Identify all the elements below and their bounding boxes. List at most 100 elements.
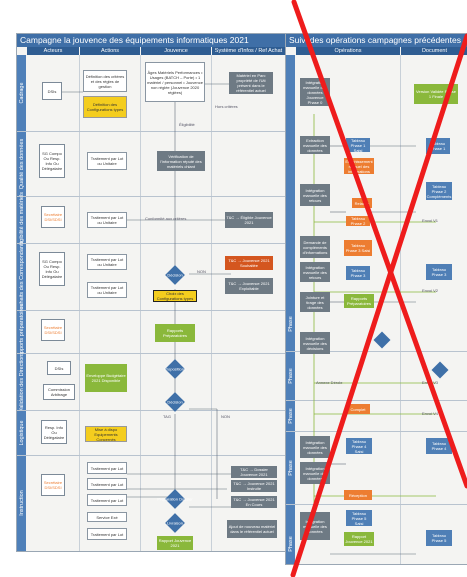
node-choix-configurations: Choix des Configurations types <box>153 290 197 302</box>
node-traitement-lot-1: Traitement par Lot <box>87 462 127 474</box>
node-sg-compo-souhaits: SG Compo Ou Resp. Info Ou Délégataire <box>39 252 65 286</box>
left-diagram-panel: Campagne la jouvence des équipements inf… <box>16 33 286 552</box>
node-tc-instruite: T&C → Jouvence 2021 Instruite <box>231 480 277 492</box>
column-divider <box>211 55 212 551</box>
node-secretaire-rapports: Secrétaire DSI/SDSI <box>41 319 65 341</box>
lane-band-logistique <box>17 411 26 455</box>
node-relance: Relance <box>352 198 372 208</box>
node-integration-retours-2: Intégration manuelle des retours <box>300 262 330 282</box>
node-traitement-eligibilite: Traitement par Lot ou Unitaire <box>87 212 127 228</box>
node-secretaire-eligibilite: Secrétaire DSI/SDSI <box>41 206 65 228</box>
node-tc-exploitable: T&C → Jouvence 2021 Exploitable <box>225 278 273 294</box>
node-tableau-phase2-compl: Tableau Phase 2 Compléments <box>426 182 452 200</box>
node-tableau-phase5: Tableau Phase 5 <box>426 530 452 546</box>
node-tableau-phase5-saisi: Tableau Phase 5 Saisi <box>346 510 372 526</box>
column-header-jouvence: Jouvence <box>141 47 211 55</box>
column-divider <box>140 55 141 551</box>
node-traitement-qualite: Traitement par Lot ou Unitaire <box>87 152 127 170</box>
node-demande-complements: Demande de compléments d'informations <box>300 236 330 258</box>
node-ajout-materiel: Ajout de nouveau matériel dans le référe… <box>227 520 277 538</box>
node-enveloppe-budgetaire: Enveloppe Budgétaire 2021 Disponible <box>85 364 127 392</box>
node-dsis-validation: DSIs <box>47 361 71 375</box>
node-traitement-lot-3: Traitement par Lot <box>87 494 127 506</box>
node-integration-donnees-2: Intégration manuelle des données <box>300 462 330 484</box>
node-preparation-dossier-label: Préparation Dossier <box>157 496 193 502</box>
node-secretaire-instruction: Secrétaire DSI/SDSI <box>41 474 65 496</box>
node-tableau-phase4: Tableau Phase 4 <box>426 438 452 454</box>
left-diagram-title: Campagne la jouvence des équipements inf… <box>17 34 285 47</box>
lane-band-souhaits <box>17 244 26 310</box>
node-decision-souhaits-label: Décision <box>167 272 183 278</box>
lane-divider <box>17 310 285 311</box>
lane-band-qualite <box>17 132 26 196</box>
node-traitement-souhaits-1: Traitement par Lot ou Unitaire <box>87 254 127 270</box>
column-header-systeme-infos: Système d'Infos / Ref Achat <box>212 47 285 55</box>
node-enrichissement-manuel: Enrichissement manuel des informations <box>344 158 374 174</box>
lane-band-rapports <box>17 311 26 353</box>
node-rapport-jouvence-right: Rapport Jouvence 2021 <box>344 532 374 546</box>
node-rapport-jouvence: Rapport Jouvence 2021 <box>157 536 193 550</box>
node-integration-phase0: Intégration manuelle des données Jouvenc… <box>300 78 330 106</box>
node-extraction-manuelle: Extraction manuelle des données <box>300 136 330 154</box>
lane-divider <box>17 410 285 411</box>
note-tag: TAG <box>163 414 171 419</box>
node-tableau-phase2-doc: Tableau Phase 2 <box>346 216 370 226</box>
node-tc-souhaitee: T&C → Jouvence 2021 Souhaitée <box>225 256 273 270</box>
node-tableau-phase3-b: Tableau Phase 3 <box>426 264 452 280</box>
note-annexe-derole: Annexe Dérole <box>316 380 343 385</box>
node-tableau-phase3-saisi: Tableau Phase 3 Saisi <box>344 240 372 256</box>
node-reception: Réception <box>344 490 372 500</box>
node-resp-info-logistique: Resp. Info Ou Délégataire <box>41 420 67 444</box>
node-version-validee: Version Validée Phase 1 Finale <box>414 84 458 104</box>
node-mise-a-dispo: Mise à dispo Equipements Concernés <box>85 426 127 442</box>
node-traitement-lot-2: Traitement par Lot <box>87 478 127 490</box>
note-non-validation: NON <box>221 414 230 419</box>
column-header-actions: Actions <box>80 47 140 55</box>
node-traitement-souhaits-2: Traitement par Lot ou Unitaire <box>87 282 127 298</box>
node-tableau-phase3-a: Tableau Phase 3 <box>346 266 370 280</box>
lane-divider <box>17 243 285 244</box>
node-tableau-phase1-saisi: Tableau Phase 1 Saisi <box>346 138 370 152</box>
node-traitement-lot-4: Traitement par Lot <box>87 528 127 540</box>
node-integration-retours-1: Intégration manuelle des retours <box>300 184 330 206</box>
node-criteres-details: Âges Matériels Performances • Usages (BA… <box>145 62 205 102</box>
right-diagram-panel: Suivi des opérations campagnes précédent… <box>285 33 467 565</box>
node-integration-donnees-1: Intégration manuelle des données <box>300 436 330 458</box>
node-verification-information: Vérification de l'information réputé des… <box>157 151 205 171</box>
node-tc-en-cours: T&C → Jouvence 2021 En Cours <box>231 496 277 508</box>
node-tc-dossier: T&C → Dossier Jouvence 2021 <box>231 466 277 478</box>
node-jointure-tirage: Jointure et tirage des données <box>300 292 330 312</box>
node-rapports-preparatoires: Rapports Préparatoires <box>155 324 195 342</box>
note-non-souhaits: NON <box>197 269 206 274</box>
node-sg-compo-qualite: SG Compo Ou Resp. Info Ou Délégataire <box>39 144 65 178</box>
node-complet: Complet <box>346 404 370 414</box>
lane-band-cadrage <box>17 55 26 131</box>
lane-divider <box>17 455 285 456</box>
node-dsis: DSIs <box>42 82 62 100</box>
lane-band-validation <box>17 354 26 410</box>
node-integration-donnees-3: Intégration manuelle des données <box>300 512 330 540</box>
node-integration-decisions: Intégration manuelle des décisions <box>300 332 330 354</box>
lane-divider <box>17 131 285 132</box>
note-envoi-v3: Envoi V3 <box>422 380 439 385</box>
node-livraison-label: Livraison <box>166 520 184 526</box>
node-definition-criteres: Définition des critères et des règles de… <box>83 70 127 92</box>
node-definition-configurations: Définition des Configurations types <box>83 96 127 118</box>
lane-band-eligibilite <box>17 197 26 243</box>
lane-band-instruction <box>17 456 26 551</box>
node-tableau-phase1: Tableau Phase 1 <box>426 138 450 154</box>
lane-divider <box>17 353 285 354</box>
node-propositions-label: Propositions <box>163 366 187 372</box>
node-decision-validation-label: Décision <box>167 399 183 405</box>
note-eligibilite: Éligibilité <box>179 122 195 127</box>
lane-divider <box>17 196 285 197</box>
node-rapports-preparatoires-right: Rapports Préparatoires <box>344 294 374 308</box>
column-header-acteurs: Acteurs <box>27 47 79 55</box>
node-tc-eligible: T&C → Éligible Jouvence 2021 <box>225 212 273 228</box>
node-commission-arbitrage: Commission Arbitrage <box>43 384 75 400</box>
node-service-exe: Service Exé <box>87 512 127 522</box>
column-divider <box>79 55 80 551</box>
note-envoi-v1: Envoi V1 <box>422 218 439 223</box>
note-envoi-v2: Envoi V2 <box>422 288 439 293</box>
node-tableau-phase4-saisi: Tableau Phase 4 Saisi <box>346 438 372 454</box>
